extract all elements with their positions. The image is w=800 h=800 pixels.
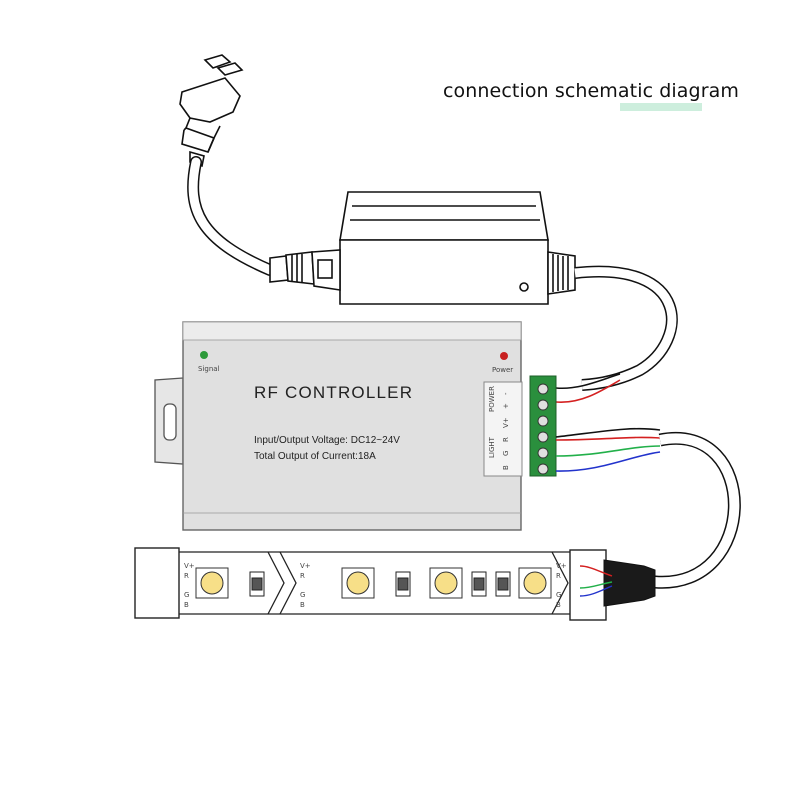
power-plug-icon <box>179 54 244 168</box>
power-adapter-icon <box>269 191 576 305</box>
terminal-pin-b: B <box>502 465 510 470</box>
strip-pin-b-1: B <box>184 601 189 609</box>
wire-red <box>555 436 661 441</box>
terminal-pin-minus: - <box>502 392 510 395</box>
terminal-pin-vplus: V+ <box>502 417 510 428</box>
wire-black-vplus <box>555 427 661 438</box>
strip-pin-r-1: R <box>184 572 189 580</box>
wire-red-power <box>555 379 621 403</box>
terminal-light-label: LIGHT <box>488 436 496 458</box>
strip-pin-g-1: G <box>184 591 189 599</box>
strip-pin-g-2: G <box>300 591 305 599</box>
diagram-title: connection schematic diagram <box>443 80 739 102</box>
connector-pin-vplus: V+ <box>556 562 567 570</box>
terminal-pin-r: R <box>502 437 510 442</box>
wire-green <box>555 445 661 457</box>
strip-pin-vplus-1: V+ <box>184 562 195 570</box>
controller-name: RF CONTROLLER <box>254 383 413 402</box>
signal-label: Signal <box>198 365 220 373</box>
terminal-power-label: POWER <box>488 386 496 412</box>
connector-pin-b: B <box>556 601 561 609</box>
strip-pin-r-2: R <box>300 572 305 580</box>
voltage-spec: Input/Output Voltage: DC12~24V <box>254 435 400 446</box>
connector-pin-r: R <box>556 572 561 580</box>
title-highlight <box>620 103 702 111</box>
terminal-screws <box>537 383 549 475</box>
power-led-label: Power <box>492 366 513 374</box>
current-spec: Total Output of Current:18A <box>254 451 376 462</box>
strip-pin-vplus-2: V+ <box>300 562 311 570</box>
connector-pin-g: G <box>556 591 561 599</box>
rf-controller-icon <box>154 321 557 531</box>
wire-blue <box>555 451 661 472</box>
terminal-pin-g: G <box>502 451 510 456</box>
led-strip-icon <box>134 547 656 621</box>
terminal-pin-plus: + <box>502 403 510 409</box>
wire-black <box>555 373 621 390</box>
strip-pin-b-2: B <box>300 601 305 609</box>
